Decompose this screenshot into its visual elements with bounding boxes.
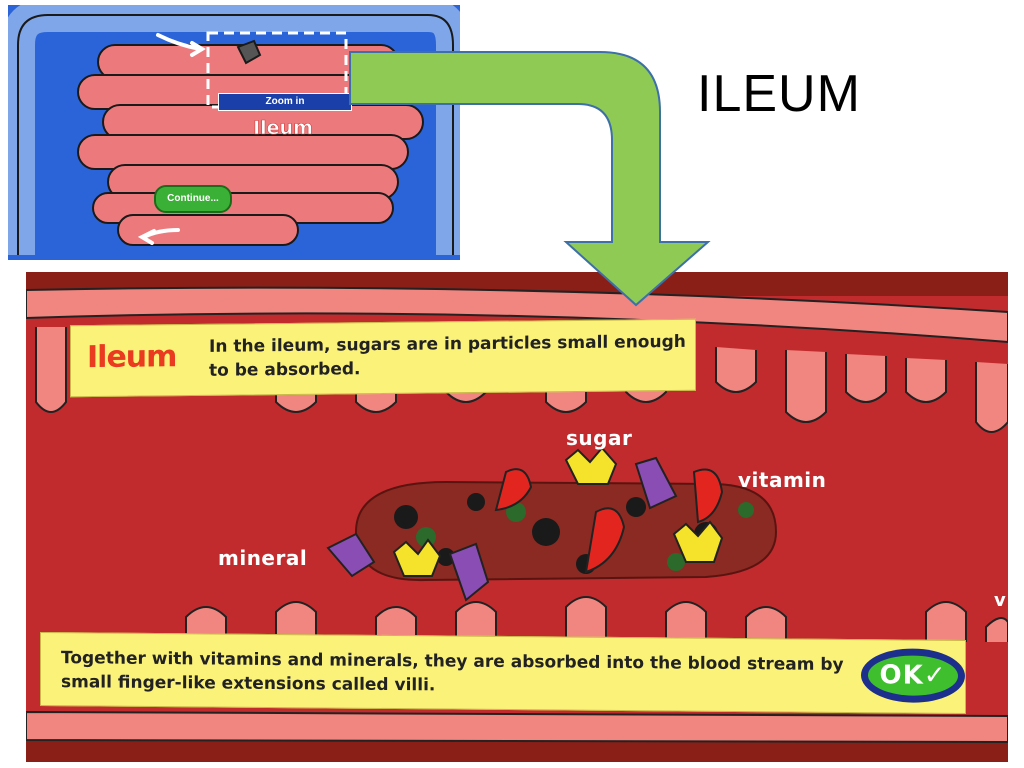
ileum-description: In the ileum, sugars are in particles sm… xyxy=(209,331,686,381)
zoom-in-button[interactable]: Zoom in xyxy=(218,93,352,111)
ileum-info-box: Ileum In the ileum, sugars are in partic… xyxy=(70,318,696,398)
ileum-region-label: Ileum xyxy=(253,117,313,140)
ileum-scene: Ileum In the ileum, sugars are in partic… xyxy=(26,272,1008,762)
edge-label-fragment: v xyxy=(994,590,1006,611)
intestine-thumbnail: Zoom in Ileum Continue... xyxy=(8,5,460,260)
ok-button[interactable]: OK✓ xyxy=(861,648,965,704)
absorption-description: Together with vitamins and minerals, the… xyxy=(61,648,844,696)
arrow-curve-icon xyxy=(137,33,206,245)
continue-button[interactable]: Continue... xyxy=(154,185,232,213)
mineral-label: mineral xyxy=(218,546,308,570)
slide-title: ILEUM xyxy=(697,65,861,123)
sugar-label: sugar xyxy=(566,426,633,450)
vitamin-character-icon xyxy=(494,468,724,574)
absorption-info-box: Together with vitamins and minerals, the… xyxy=(40,631,966,715)
intestine-illustration xyxy=(8,5,460,255)
bottom-villi xyxy=(185,596,1008,642)
sugar-character-icon xyxy=(392,446,724,577)
mineral-character-icon xyxy=(326,456,678,602)
ok-button-label: OK✓ xyxy=(868,655,958,696)
vitamin-label: vitamin xyxy=(738,468,827,492)
ileum-heading: Ileum xyxy=(87,339,177,376)
